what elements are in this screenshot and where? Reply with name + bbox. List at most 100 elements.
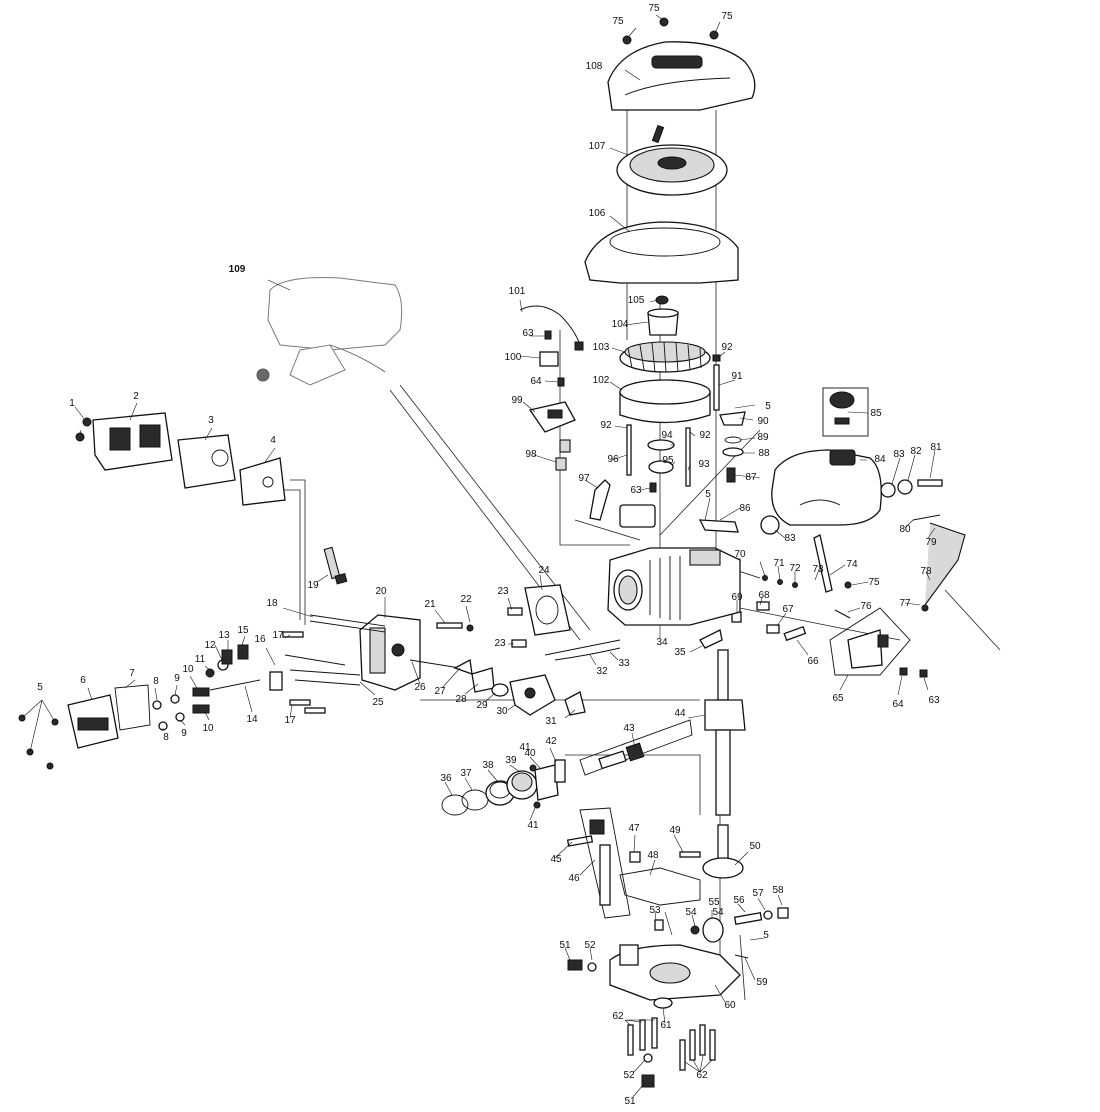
callout-29: 29 (476, 700, 488, 711)
callout-27: 27 (434, 686, 446, 697)
part-3-muffler (177, 434, 236, 489)
callout-65: 65 (832, 693, 844, 704)
callout-58: 58 (772, 885, 784, 896)
part-52-washer-bottom (643, 1053, 653, 1063)
callout-1: 1 (69, 398, 75, 409)
callout-41: 41 (519, 742, 531, 753)
part-31-gasket (564, 691, 586, 716)
part-17-bolt-a (282, 631, 304, 638)
part-107-recoil-starter (616, 124, 728, 196)
part-63-screw-top (544, 330, 552, 340)
part-104-starter-cup (647, 308, 679, 336)
callout-2: 2 (133, 391, 139, 402)
callout-59: 59 (756, 977, 768, 988)
callout-26: 26 (414, 682, 426, 693)
part-45-bolt (566, 835, 594, 847)
callout-73: 73 (812, 564, 824, 575)
callout-28: 28 (455, 694, 467, 705)
part-103-fan (619, 341, 711, 373)
callout-32: 32 (596, 666, 608, 677)
part-102-flywheel (619, 379, 711, 424)
callout-49: 49 (669, 825, 681, 836)
callout-106: 106 (589, 208, 606, 219)
part-89-ring (724, 436, 742, 444)
callout-4: 4 (270, 435, 276, 446)
callout-91: 91 (731, 371, 743, 382)
callout-34: 34 (656, 637, 668, 648)
part-36-ring (441, 794, 469, 816)
callout-44: 44 (674, 708, 686, 719)
part-88-gasket (722, 447, 744, 457)
callout-24: 24 (538, 565, 550, 576)
callout-66: 66 (807, 656, 819, 667)
part-21-bolt (436, 622, 463, 629)
callout-92: 92 (600, 420, 612, 431)
part-17-bolt-b (289, 699, 311, 706)
callout-31: 31 (545, 716, 557, 727)
callout-61: 61 (660, 1020, 672, 1031)
part-82-washer (897, 479, 913, 495)
callout-75: 75 (648, 3, 660, 14)
callout-43: 43 (623, 723, 635, 734)
part-44-crankshaft (704, 649, 746, 816)
callout-8: 8 (163, 732, 169, 743)
part-47-pin (629, 851, 641, 863)
callout-62: 62 (696, 1070, 708, 1081)
part-24-head-gasket (524, 584, 571, 636)
part-54-ball (762, 575, 768, 581)
callout-67: 67 (782, 604, 794, 615)
part-98-spacer-a (559, 439, 571, 453)
part-81-bolt (917, 479, 943, 487)
callout-16: 16 (254, 634, 266, 645)
part-50-camshaft (702, 824, 744, 879)
part-92-nut-top (712, 354, 721, 362)
callout-96: 96 (607, 454, 619, 465)
part-32-throttle-rod (544, 639, 621, 656)
part-9-nut-a (170, 694, 180, 704)
callout-63: 63 (630, 485, 642, 496)
part-105-nut (655, 295, 669, 305)
part-64-screw-top (557, 377, 565, 387)
callout-57: 57 (752, 888, 764, 899)
part-20-cylinder-head (359, 614, 421, 691)
callout-92: 92 (721, 342, 733, 353)
callout-14: 14 (246, 714, 258, 725)
callout-70: 70 (734, 549, 746, 560)
callout-37: 37 (460, 768, 472, 779)
part-16-rod (284, 654, 346, 666)
callout-22: 22 (460, 594, 472, 605)
callout-6: 6 (80, 675, 86, 686)
callout-78: 78 (920, 566, 932, 577)
callout-33: 33 (618, 658, 630, 669)
part-80-pin (912, 514, 941, 521)
callout-90: 90 (757, 416, 769, 427)
callout-83: 83 (893, 449, 905, 460)
part-26-rod (409, 659, 461, 669)
part-34-cylinder-block (607, 547, 741, 626)
part-30-carburetor (509, 674, 556, 716)
callout-15: 15 (237, 625, 249, 636)
callout-99: 99 (511, 395, 523, 406)
callout-52: 52 (584, 940, 596, 951)
callout-108: 108 (586, 61, 603, 72)
part-76-spring (834, 609, 851, 619)
part-10-rocker-b (192, 704, 210, 714)
part-53-pin (654, 919, 664, 931)
callout-47: 47 (628, 823, 640, 834)
part-98-spacer-b (555, 457, 567, 471)
part-86-lever (698, 519, 739, 533)
callout-105: 105 (628, 295, 645, 306)
callout-104: 104 (612, 319, 629, 330)
part-48-gasket (619, 867, 701, 906)
part-68-pin (756, 601, 770, 611)
callout-39: 39 (505, 755, 517, 766)
callout-75: 75 (868, 577, 880, 588)
callout-23: 23 (497, 586, 509, 597)
callout-74: 74 (846, 559, 858, 570)
callout-52: 52 (623, 1070, 635, 1081)
part-96-pushrod (626, 424, 632, 476)
callout-80: 80 (899, 524, 911, 535)
part-63-screw-mid (649, 482, 657, 493)
part-28-insulator (471, 667, 495, 693)
